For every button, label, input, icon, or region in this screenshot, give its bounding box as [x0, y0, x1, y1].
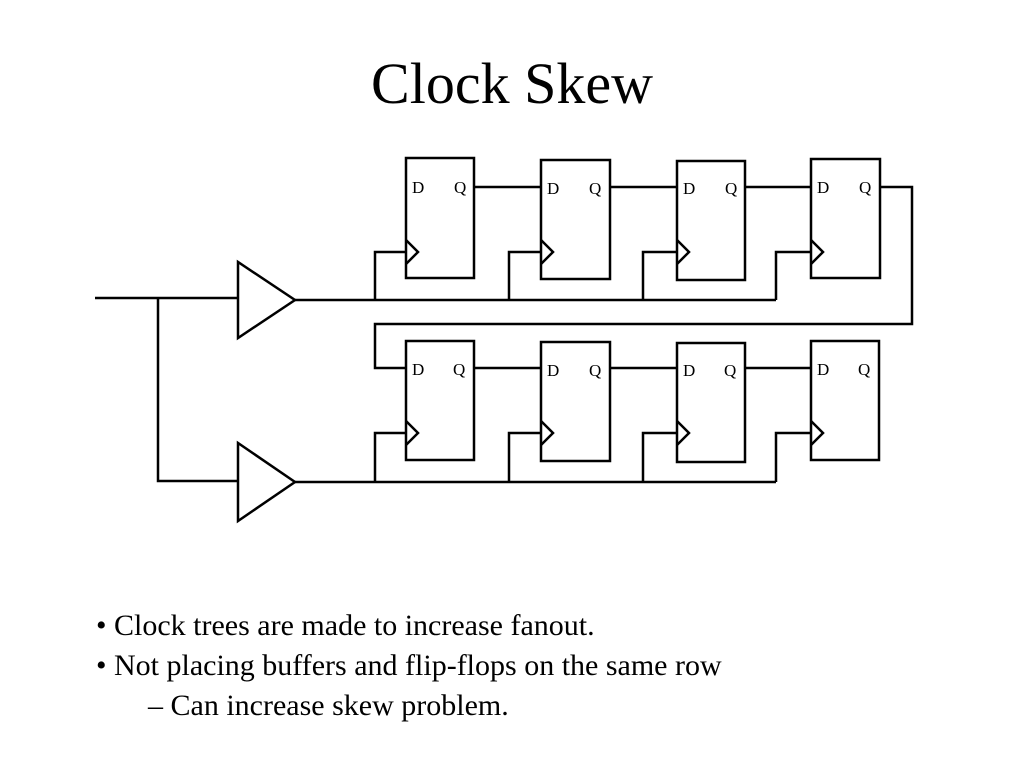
pin-d-label: D	[412, 360, 424, 379]
flip-flop: D Q	[539, 340, 612, 463]
flip-flop: D Q	[675, 341, 747, 464]
bottom-clock-tap-4	[774, 431, 811, 482]
pin-q-label: Q	[454, 178, 466, 197]
pin-q-label: Q	[589, 179, 601, 198]
bottom-clock-tap-2	[507, 431, 541, 482]
bottom-buffer	[236, 440, 298, 524]
clock-branch-wire	[156, 298, 238, 483]
bullet-item: • Clock trees are made to increase fanou…	[96, 609, 595, 642]
pin-q-label: Q	[725, 179, 737, 198]
flip-flop: D Q	[404, 339, 476, 462]
pin-q-label: Q	[859, 178, 871, 197]
slide-title: Clock Skew	[371, 51, 653, 116]
bullet-item: • Not placing buffers and flip-flops on …	[96, 649, 722, 682]
pin-d-label: D	[547, 179, 559, 198]
bullet-list: • Clock trees are made to increase fanou…	[96, 606, 996, 726]
top-buffer	[236, 259, 298, 341]
pin-d-label: D	[683, 361, 695, 380]
flip-flop: D Q	[404, 156, 476, 280]
top-clock-tap-1	[373, 250, 406, 300]
pin-d-label: D	[817, 178, 829, 197]
top-clock-tap-2	[507, 250, 541, 300]
flip-flop: D Q	[809, 157, 882, 280]
top-clock-tap-3	[641, 250, 677, 300]
top-clock-tap-4	[774, 250, 811, 300]
flip-flop: D Q	[809, 339, 881, 462]
flip-flop: D Q	[539, 158, 612, 281]
pin-q-label: Q	[589, 361, 601, 380]
pin-d-label: D	[412, 178, 424, 197]
pin-d-label: D	[683, 179, 695, 198]
bottom-clock-tap-1	[373, 431, 406, 482]
pin-d-label: D	[547, 361, 559, 380]
bottom-clock-tap-3	[641, 431, 677, 482]
pin-q-label: Q	[724, 361, 736, 380]
pin-q-label: Q	[858, 360, 870, 379]
flip-flop: D Q	[675, 159, 747, 282]
pin-q-label: Q	[453, 360, 465, 379]
sub-bullet-item: – Can increase skew problem.	[148, 689, 509, 722]
data-wrap-wire	[373, 185, 914, 370]
pin-d-label: D	[817, 360, 829, 379]
